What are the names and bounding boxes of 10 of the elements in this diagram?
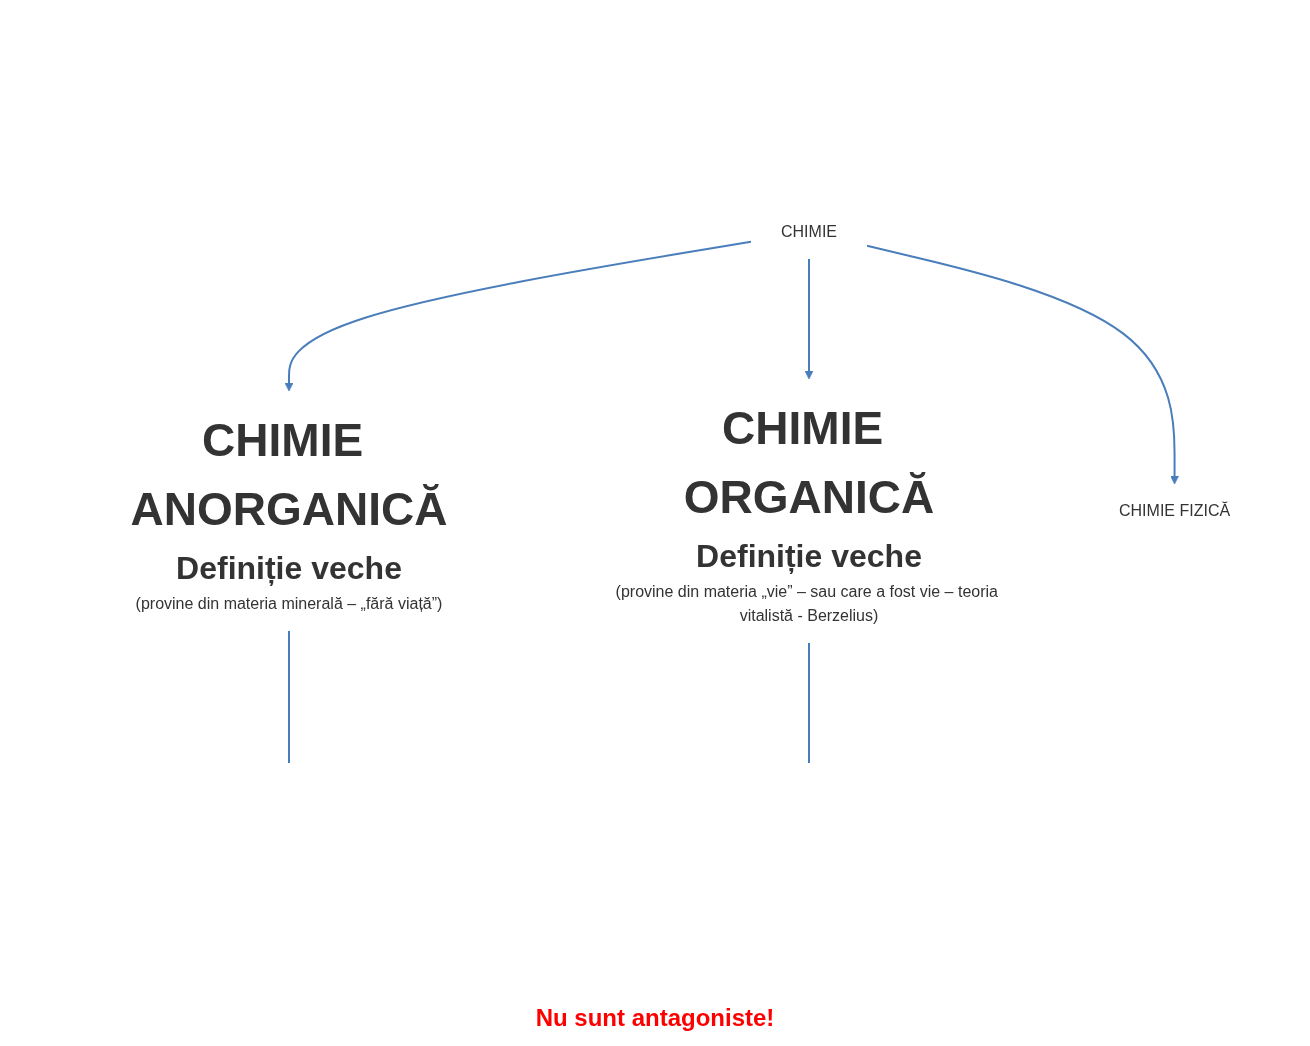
node-text: CHIMIE FIZICĂ	[1119, 502, 1231, 519]
arrow	[285, 240, 753, 392]
arrow	[805, 258, 814, 380]
connector	[808, 642, 811, 764]
connector	[288, 630, 291, 764]
node-text: CHIMIE ORGANICĂ Definiție veche (provine din materia „vie” – sau care a fost vie – teoria vitalistă - Berzelius)	[616, 402, 999, 624]
note-text: Nu sunt antagoniste!	[535, 1004, 775, 1032]
node-text: CHIMIE ANORGANICĂ Definiție veche (provine din materia minerală – „fără viață”)	[130, 414, 448, 612]
node-text: CHIMIE	[781, 223, 838, 240]
arrow	[866, 244, 1180, 485]
